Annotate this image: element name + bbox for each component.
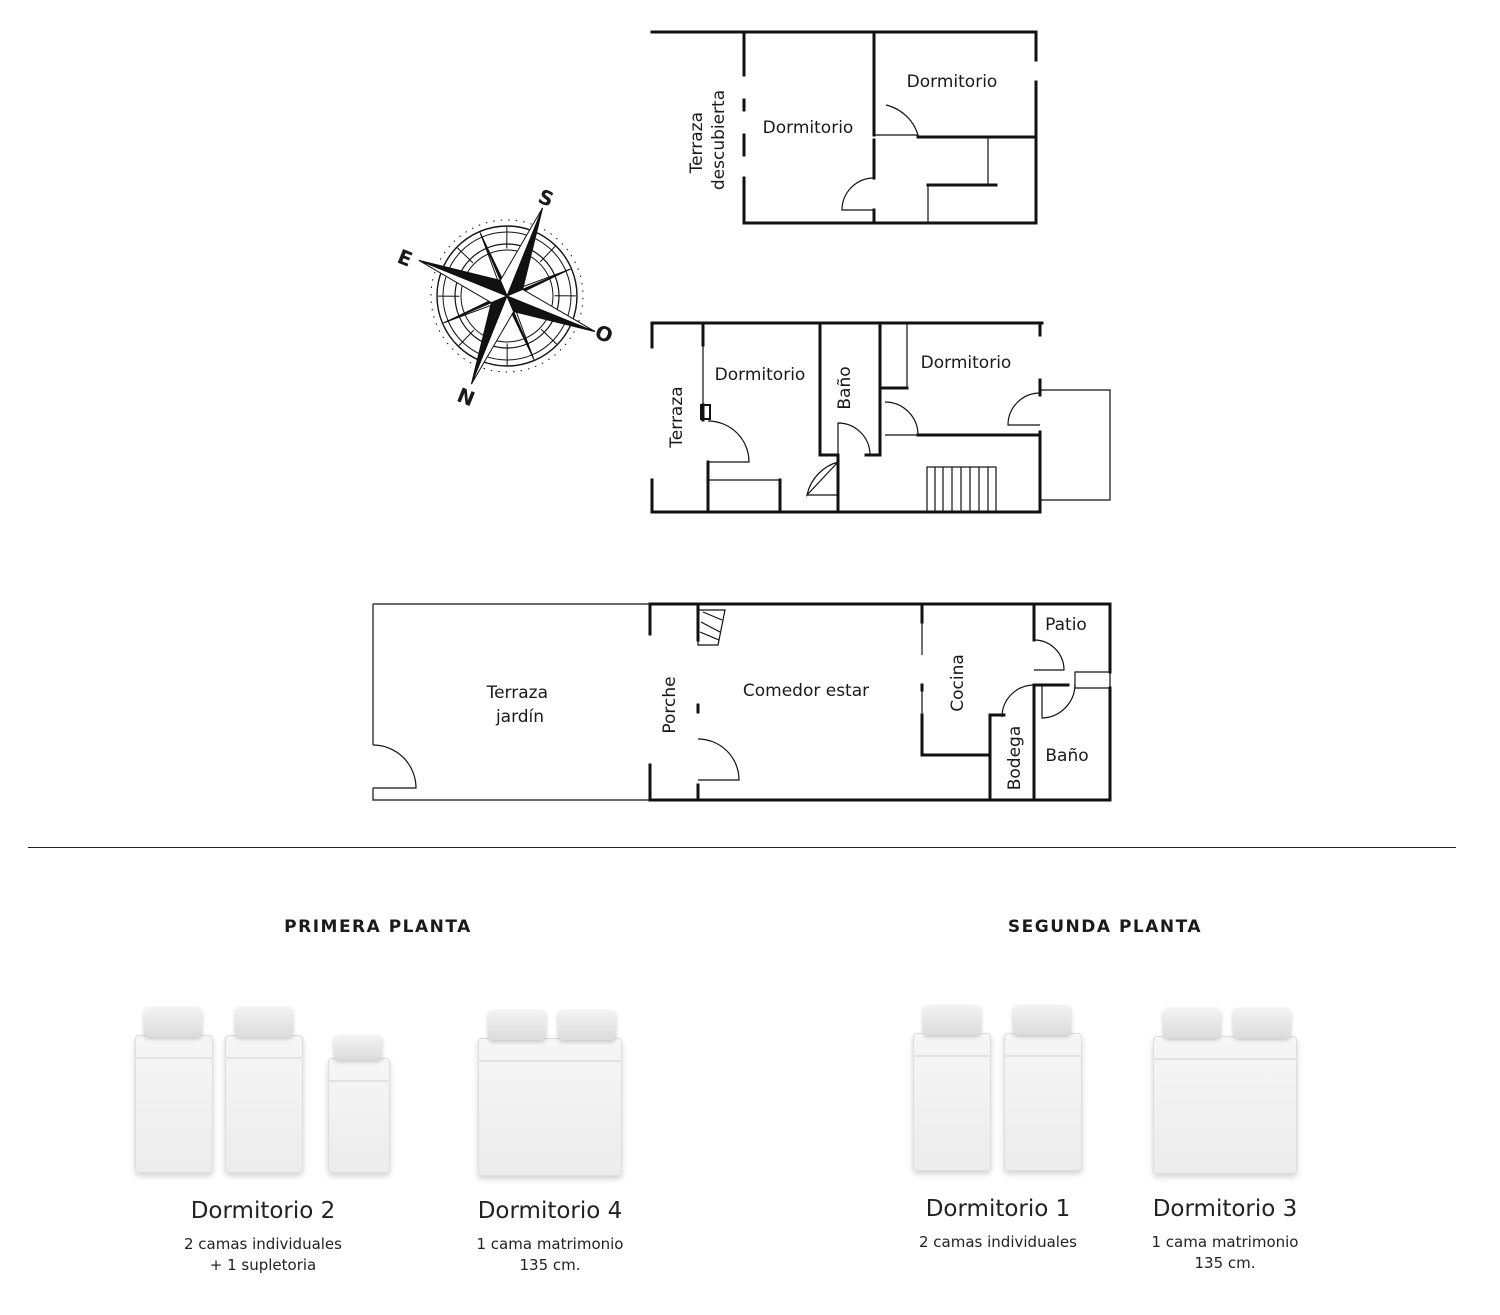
compass-north-label: N	[454, 383, 479, 412]
room-name: Dormitorio 2	[190, 1198, 336, 1224]
pillow-icon	[488, 1010, 546, 1040]
room-card-dormitorio-2: Dormitorio 2 2 camas individuales + 1 su…	[143, 1198, 383, 1276]
room-description: 1 cama matrimonio 135 cm.	[1105, 1232, 1345, 1274]
room-description-line: 135 cm.	[519, 1256, 581, 1274]
room-label-bodega: Bodega	[1005, 726, 1025, 791]
room-description-line: 2 camas individuales	[184, 1235, 342, 1253]
pillow-icon	[144, 1007, 202, 1037]
room-label-dormitorio: Dormitorio	[907, 72, 998, 92]
double-bed-icon	[1153, 1036, 1297, 1174]
room-description: 1 cama matrimonio 135 cm.	[430, 1234, 670, 1276]
room-label-porche: Porche	[660, 676, 680, 733]
room-card-dormitorio-4: Dormitorio 4 1 cama matrimonio 135 cm.	[430, 1198, 670, 1276]
room-label-dormitorio: Dormitorio	[763, 118, 854, 138]
room-description-line: + 1 supletoria	[209, 1256, 317, 1274]
room-label-patio: Patio	[1045, 615, 1087, 635]
room-label-dormitorio: Dormitorio	[715, 365, 806, 385]
svg-text:Terraza jardín: Terraza jardín	[486, 683, 554, 727]
room-label-terraza-descubierta-1: Terraza	[687, 112, 707, 174]
extra-bed-icon	[328, 1058, 390, 1173]
top-floor-plan: Terraza descubierta Dormitorio Dormitori…	[650, 30, 1038, 225]
floor-plan-drawing: Terraza descubierta Dormitorio Dormitori…	[372, 30, 1112, 802]
pillow-icon	[923, 1005, 981, 1035]
room-card-dormitorio-1: Dormitorio 1 2 camas individuales	[878, 1196, 1118, 1253]
room-label-terraza: Terraza	[667, 386, 687, 448]
room-label-terraza: Terraza	[486, 683, 548, 703]
room-label-dormitorio: Dormitorio	[921, 353, 1012, 373]
pillow-icon	[235, 1007, 293, 1037]
room-name: Dormitorio 1	[925, 1196, 1071, 1222]
section-title-primera-planta: PRIMERA PLANTA	[284, 917, 472, 937]
room-description: 2 camas individuales	[878, 1232, 1118, 1253]
pillow-icon	[558, 1010, 616, 1040]
room-name: Dormitorio 3	[1152, 1196, 1298, 1222]
middle-floor-plan: Terraza Dormitorio Baño Dormitorio	[650, 321, 1111, 514]
svg-text:Terraza descubierta: Terraza descubierta	[687, 90, 729, 190]
room-label-terraza-descubierta-2: descubierta	[709, 90, 729, 190]
room-label-bano: Baño	[835, 366, 855, 409]
room-label-comedor-estar: Comedor estar	[743, 681, 869, 701]
room-description-line: 135 cm.	[1194, 1254, 1256, 1272]
room-description-line: 1 cama matrimonio	[1151, 1233, 1299, 1251]
compass-rose-icon	[418, 207, 596, 385]
room-label-jardin: jardín	[495, 707, 544, 727]
compass-west-label: O	[592, 320, 617, 349]
single-bed-icon	[1004, 1033, 1082, 1171]
single-bed-icon	[913, 1033, 991, 1171]
pillow-icon	[334, 1035, 382, 1060]
spiral-stairs-icon	[697, 609, 726, 646]
room-card-dormitorio-3: Dormitorio 3 1 cama matrimonio 135 cm.	[1105, 1196, 1345, 1274]
room-label-cocina: Cocina	[948, 654, 968, 712]
stairs-icon	[926, 466, 997, 513]
room-description: 2 camas individuales + 1 supletoria	[143, 1234, 383, 1276]
room-description-line: 2 camas individuales	[919, 1233, 1077, 1251]
single-bed-icon	[225, 1035, 303, 1173]
pillow-icon	[1013, 1005, 1071, 1035]
ground-floor-plan: Terraza jardín Porche Comedor estar Coci…	[372, 602, 1112, 802]
room-description-line: 1 cama matrimonio	[476, 1235, 624, 1253]
pillow-icon	[1163, 1008, 1221, 1038]
section-title-segunda-planta: SEGUNDA PLANTA	[1007, 917, 1203, 937]
compass-east-label: E	[394, 244, 416, 271]
double-bed-icon	[478, 1038, 622, 1176]
single-bed-icon	[135, 1035, 213, 1173]
room-label-bano: Baño	[1045, 746, 1088, 766]
room-name: Dormitorio 4	[477, 1198, 623, 1224]
pillow-icon	[1233, 1008, 1291, 1038]
compass-south-label: S	[535, 184, 557, 212]
section-divider	[28, 847, 1456, 848]
